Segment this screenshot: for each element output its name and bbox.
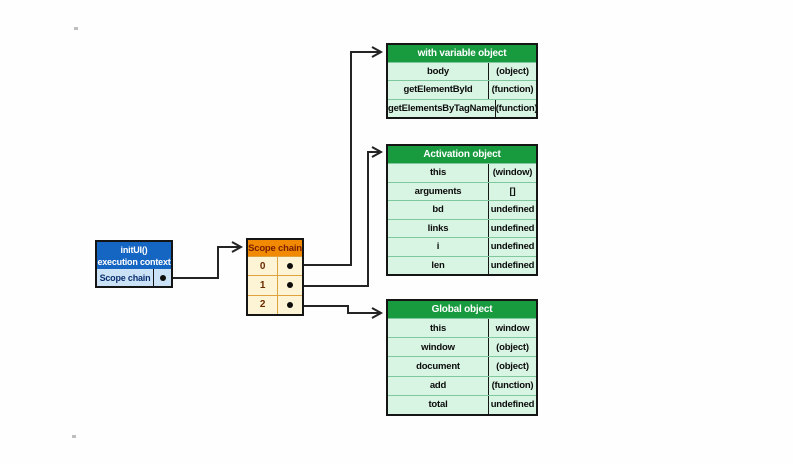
execution-context-subtitle: execution context (97, 256, 171, 267)
property-value: (window) (488, 164, 536, 182)
property-value: (function) (494, 99, 538, 117)
table-row: getElementById (function) (388, 80, 536, 99)
table-header: Activation object (388, 146, 536, 163)
activation-object-table: Activation object this (window) argument… (386, 144, 538, 276)
pointer-cell (277, 276, 302, 295)
scope-chain-header: Scope chain (248, 240, 302, 256)
connector-ec-to-scope-chain (165, 241, 244, 279)
property-value: undefined (488, 238, 536, 256)
pointer-dot-icon (287, 263, 293, 270)
execution-context-header: initUI() execution context (97, 242, 171, 269)
property-name: bd (432, 204, 444, 216)
table-row: body (object) (388, 62, 536, 81)
execution-context-box: initUI() execution context Scope chain (95, 240, 173, 288)
property-value: (object) (488, 63, 536, 81)
slot-index: 1 (259, 279, 266, 291)
property-value: (object) (488, 357, 536, 376)
slot-index: 2 (259, 299, 266, 311)
property-value: undefined (488, 395, 536, 415)
scope-chain-slot-1: 1 (248, 275, 302, 295)
property-value: undefined (488, 201, 536, 219)
table-row: bd undefined (388, 200, 536, 219)
table-row: links undefined (388, 218, 536, 237)
property-name: len (431, 259, 445, 271)
table-row: document (object) (388, 356, 536, 376)
pointer-cell (277, 257, 302, 276)
property-name: this (429, 167, 447, 179)
execution-context-title: initUI() (120, 244, 148, 255)
table-row: total undefined (388, 394, 536, 415)
property-name: body (427, 66, 449, 78)
property-name: arguments (414, 185, 462, 197)
property-name: i (436, 241, 440, 253)
property-name: add (429, 380, 447, 392)
table-row: getElementsByTagName (function) (388, 98, 538, 117)
table-row: arguments [] (388, 181, 536, 200)
table-row: this (window) (388, 163, 536, 182)
slot-index: 0 (259, 260, 266, 272)
property-value: (object) (488, 338, 536, 357)
pointer-cell (277, 295, 302, 314)
property-name: window (421, 341, 455, 353)
table-row: len undefined (388, 255, 536, 274)
pointer-dot-icon (287, 282, 293, 289)
global-object-table: Global object this window window (object… (386, 299, 538, 416)
table-header: Global object (388, 301, 536, 318)
pointer-dot-icon (287, 301, 293, 308)
table-row: i undefined (388, 237, 536, 256)
page-artifact-mark (74, 27, 78, 30)
table-row: this window (388, 318, 536, 338)
execution-context-scope-chain-row: Scope chain (97, 269, 171, 286)
property-name: links (427, 222, 449, 234)
property-value: undefined (488, 219, 536, 237)
page-artifact-mark (72, 435, 76, 438)
property-name: document (416, 361, 460, 372)
property-value: (function) (488, 81, 536, 99)
property-name: getElementsByTagName (388, 102, 495, 114)
table-row: window (object) (388, 337, 536, 357)
pointer-cell (153, 269, 171, 286)
property-value: undefined (488, 256, 536, 274)
scope-chain-slot-2: 2 (248, 294, 302, 314)
table-header: with variable object (388, 45, 536, 62)
with-variable-object-table: with variable object body (object) getEl… (386, 43, 538, 119)
scope-chain-row-label: Scope chain (99, 272, 151, 283)
property-value: window (488, 319, 536, 338)
property-name: getElementById (403, 84, 473, 96)
pointer-dot-icon (159, 274, 166, 281)
table-row: add (function) (388, 375, 536, 395)
property-value: (function) (488, 376, 536, 395)
property-value: [] (488, 182, 536, 200)
connector-slot0-to-with-object (288, 46, 384, 266)
scope-chain-box: Scope chain 0 1 2 (246, 238, 304, 316)
scope-chain-slot-0: 0 (248, 256, 302, 276)
property-name: total (428, 399, 448, 411)
property-name: this (429, 322, 447, 334)
